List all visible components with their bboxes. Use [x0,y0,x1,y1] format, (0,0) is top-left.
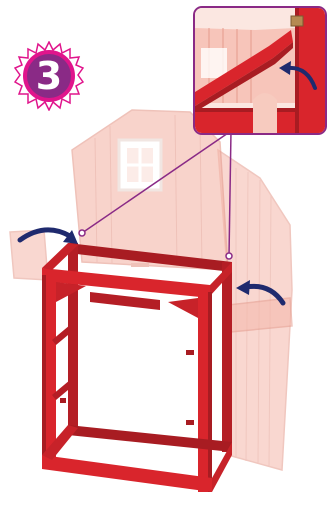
detail-inset [193,6,327,135]
attach-point-right [226,253,232,259]
attach-point-left [79,230,85,236]
inset-drawing [195,8,325,133]
red-tower-frame [42,243,232,492]
